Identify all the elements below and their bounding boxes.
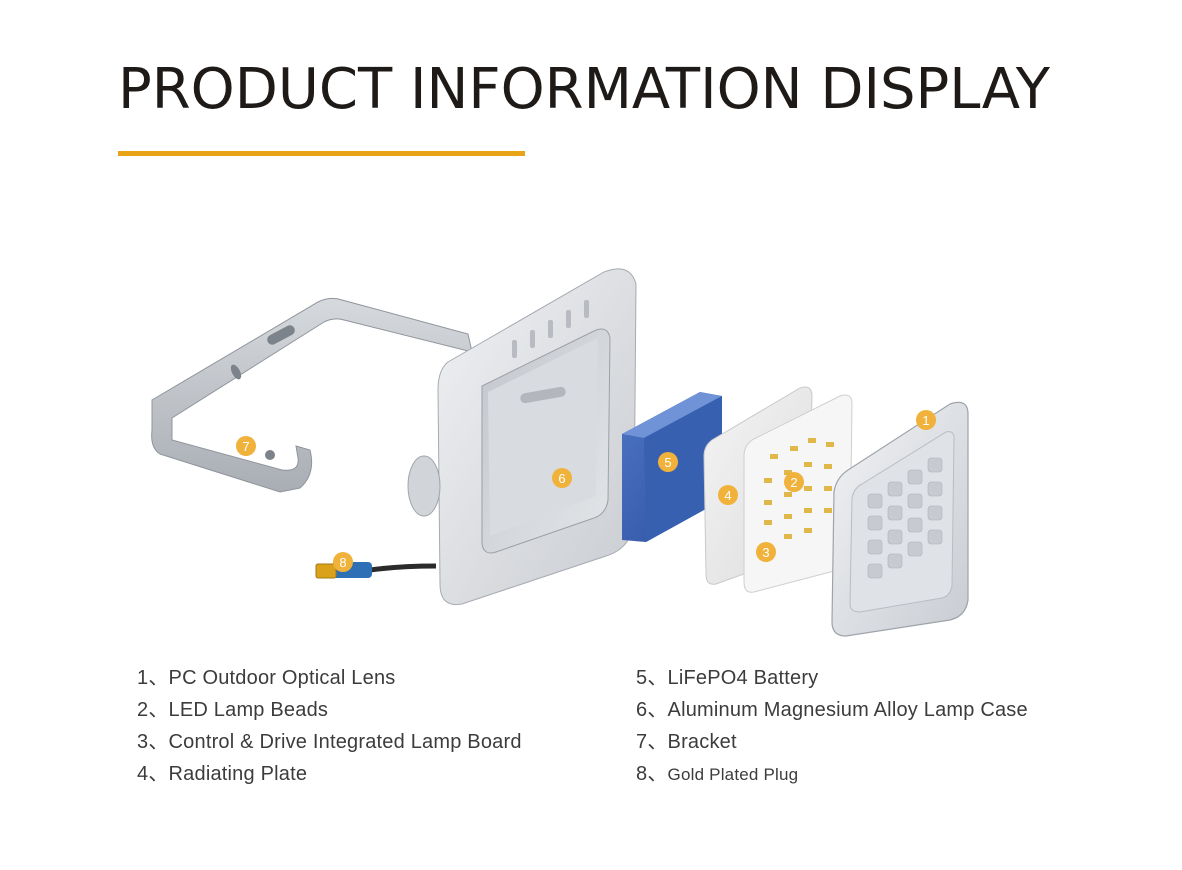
bracket-part: [151, 297, 473, 493]
legend-item-6-separator: 、: [647, 699, 668, 721]
legend-item-7-number: 7: [636, 731, 648, 753]
legend-item-5-separator: 、: [647, 667, 668, 689]
legend-item-5-number: 5: [636, 667, 648, 689]
callout-4-label: 4: [724, 488, 731, 503]
callout-7-label: 7: [242, 439, 249, 454]
legend-right-column: 5、LiFePO4 Battery 6、Aluminum Magnesium A…: [636, 662, 1028, 790]
callout-5: 5: [658, 452, 678, 472]
legend-item-8-separator: 、: [647, 763, 668, 785]
legend-item-7-separator: 、: [647, 731, 668, 753]
callout-6-label: 6: [558, 471, 565, 486]
legend-left-column: 1、PC Outdoor Optical Lens 2、LED Lamp Bea…: [137, 662, 522, 790]
callout-4: 4: [718, 485, 738, 505]
legend-item-2: 2、LED Lamp Beads: [137, 694, 522, 726]
legend-item-6-label: Aluminum Magnesium Alloy Lamp Case: [667, 699, 1028, 721]
callout-3-label: 3: [762, 545, 769, 560]
legend-item-3-separator: 、: [148, 731, 169, 753]
legend-item-3-label: Control & Drive Integrated Lamp Board: [168, 731, 522, 753]
callout-8-label: 8: [339, 555, 346, 570]
legend-item-3-number: 3: [137, 731, 149, 753]
callout-5-label: 5: [664, 455, 671, 470]
legend-item-1-separator: 、: [148, 667, 169, 689]
legend-item-4: 4、Radiating Plate: [137, 758, 522, 790]
legend-item-7: 7、Bracket: [636, 726, 1028, 758]
legend-item-2-number: 2: [137, 699, 149, 721]
legend-item-6-number: 6: [636, 699, 648, 721]
legend-item-8-label: Gold Plated Plug: [667, 765, 799, 784]
legend-item-4-label: Radiating Plate: [168, 763, 308, 785]
legend-item-8: 8、Gold Plated Plug: [636, 758, 1028, 790]
legend-item-5: 5、LiFePO4 Battery: [636, 662, 1028, 694]
title-underline: [118, 151, 525, 156]
callout-3: 3: [756, 542, 776, 562]
lamp-case-part: [407, 268, 637, 606]
callout-1-label: 1: [922, 413, 929, 428]
optical-lens-part: [831, 401, 969, 637]
page-title: PRODUCT INFORMATION DISPLAY: [118, 57, 1050, 122]
legend-item-1-label: PC Outdoor Optical Lens: [168, 667, 396, 689]
legend-item-5-label: LiFePO4 Battery: [667, 667, 819, 689]
legend-item-8-number: 8: [636, 763, 648, 785]
legend-item-4-separator: 、: [148, 763, 169, 785]
callout-2: 2: [784, 472, 804, 492]
legend-item-1-number: 1: [137, 667, 149, 689]
legend-item-4-number: 4: [137, 763, 149, 785]
callout-2-label: 2: [790, 475, 797, 490]
legend-item-2-separator: 、: [148, 699, 169, 721]
callout-1: 1: [916, 410, 936, 430]
callout-8: 8: [333, 552, 353, 572]
callout-6: 6: [552, 468, 572, 488]
callout-7: 7: [236, 436, 256, 456]
legend-item-2-label: LED Lamp Beads: [168, 699, 329, 721]
legend-item-3: 3、Control & Drive Integrated Lamp Board: [137, 726, 522, 758]
legend-item-1: 1、PC Outdoor Optical Lens: [137, 662, 522, 694]
legend-item-6: 6、Aluminum Magnesium Alloy Lamp Case: [636, 694, 1028, 726]
legend-item-7-label: Bracket: [667, 731, 737, 753]
